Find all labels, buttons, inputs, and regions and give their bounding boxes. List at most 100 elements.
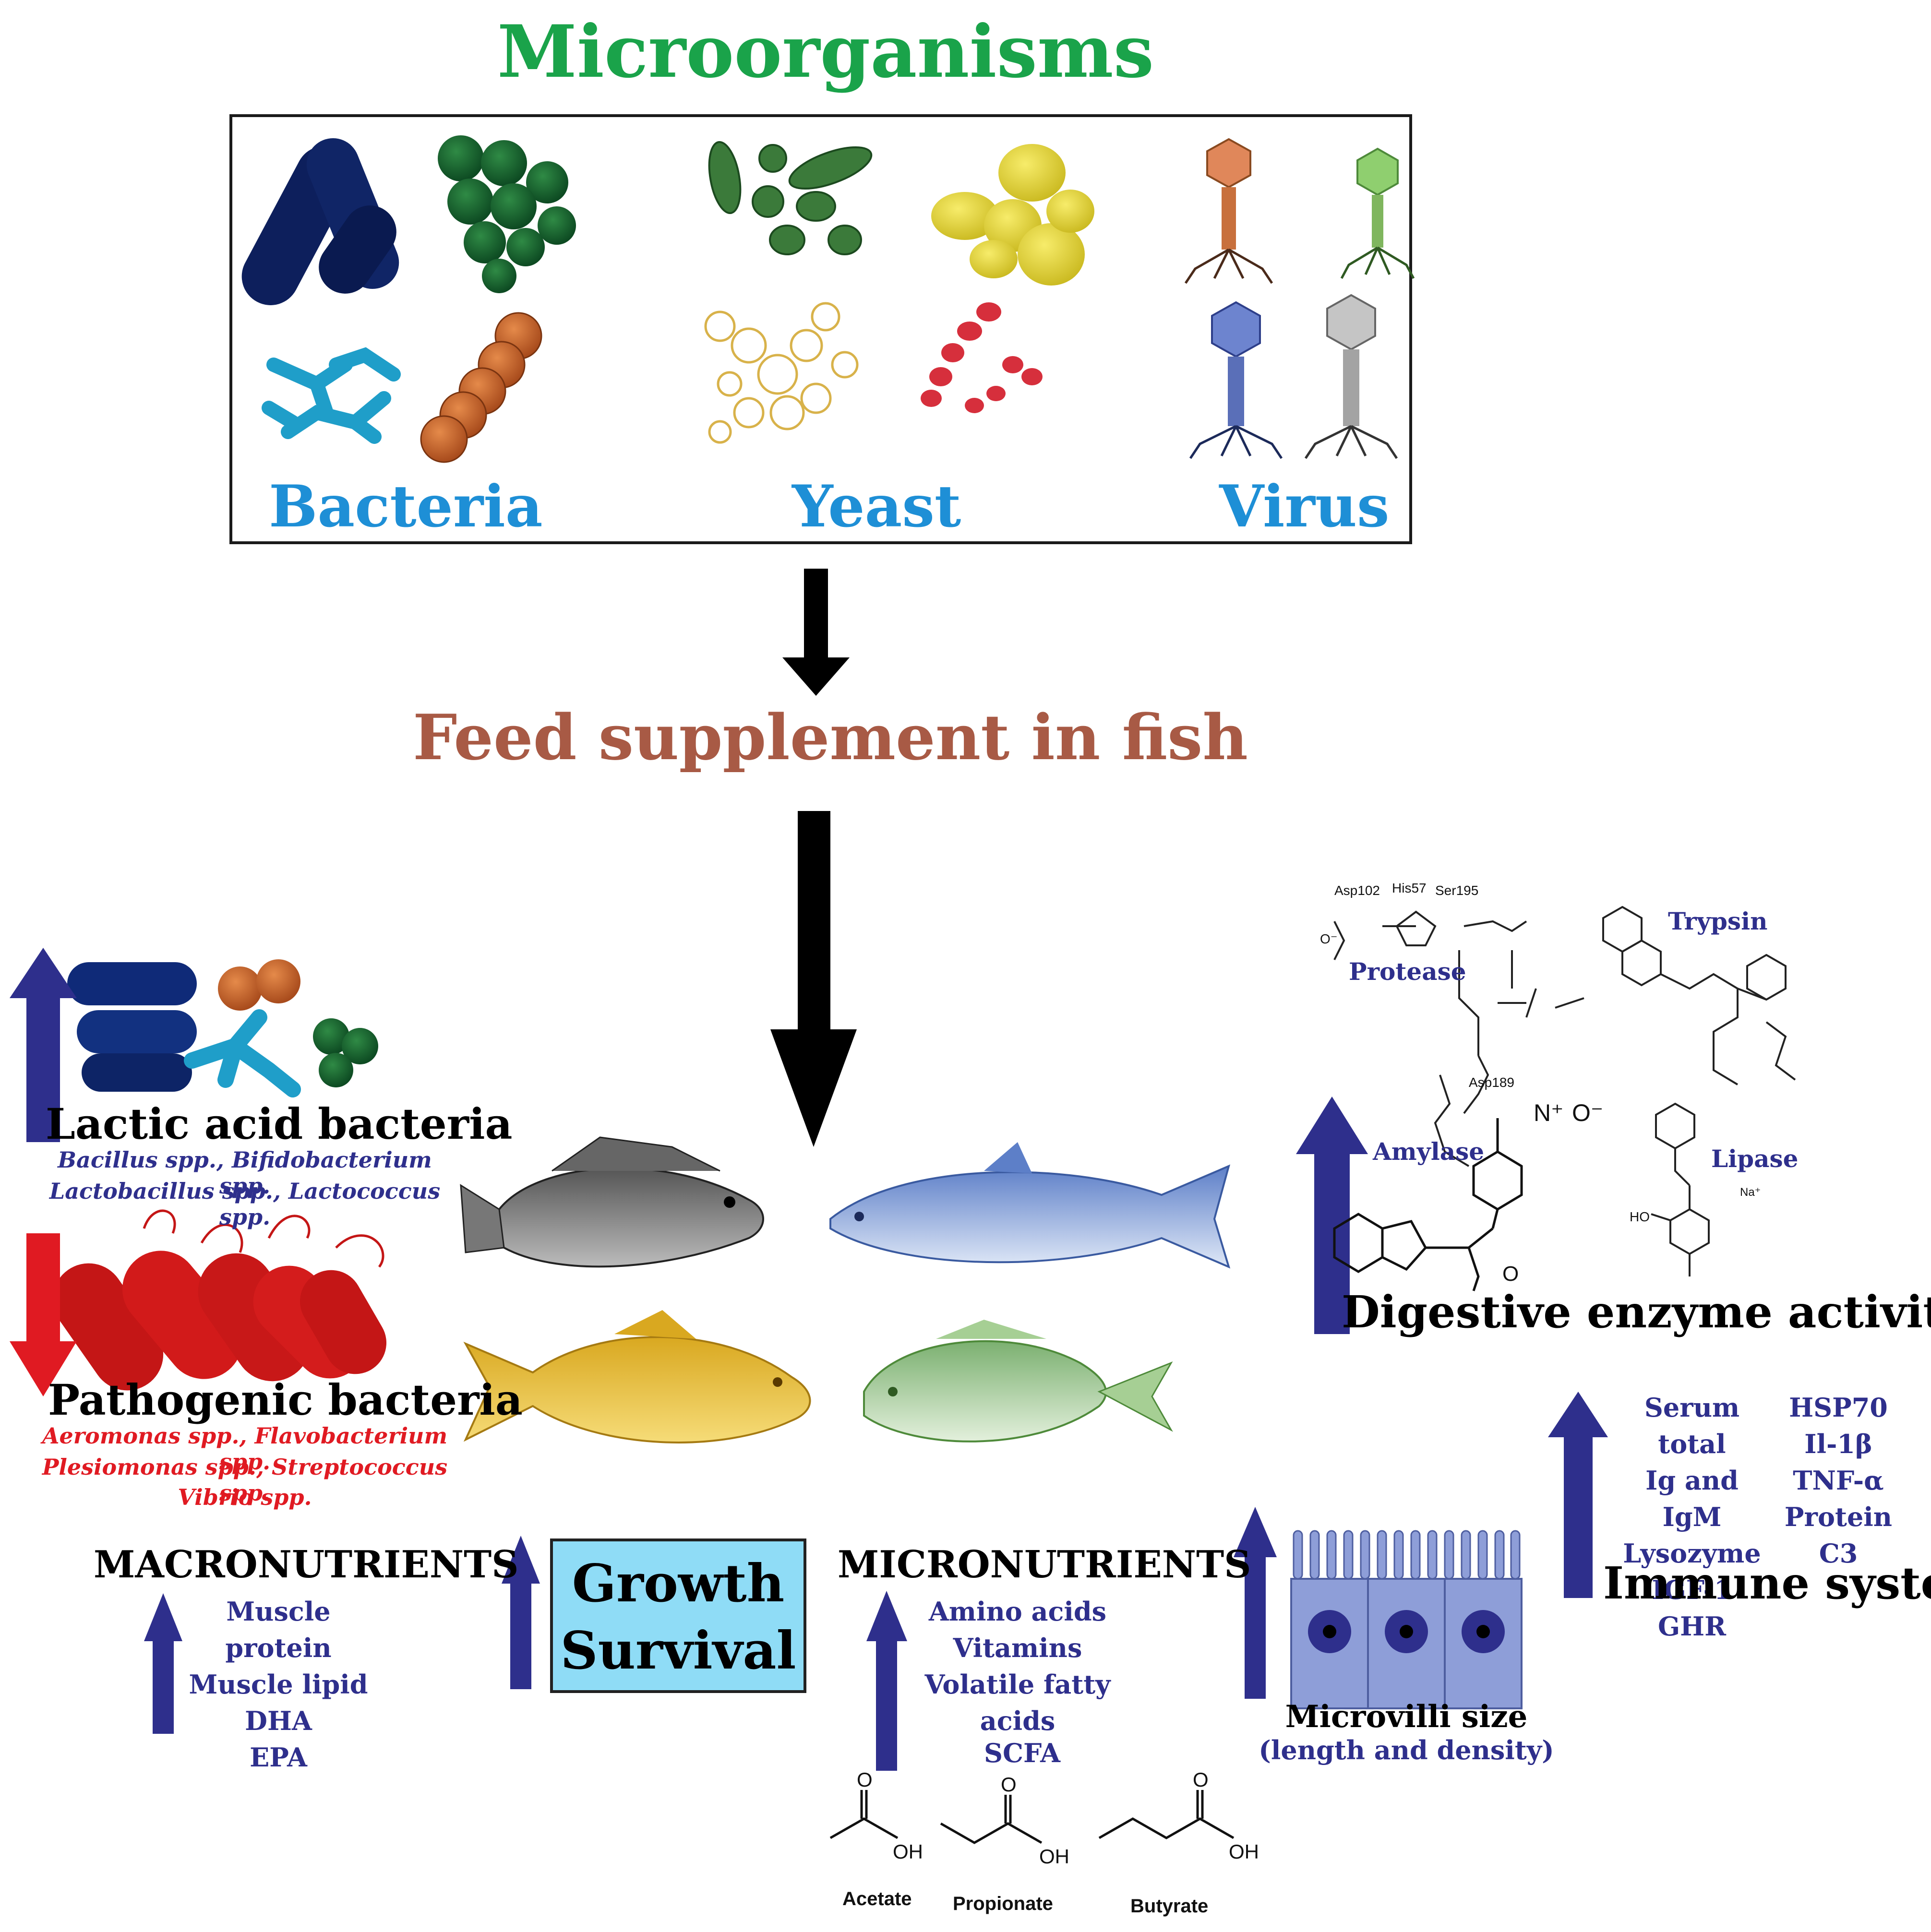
trypsin-structure-icon [1525, 906, 1796, 1085]
arrow-down-pathogenic-icon [10, 1233, 77, 1396]
bacteria-rods-icon [241, 138, 399, 305]
micro-item: Amino acids [928, 1596, 1107, 1627]
label-yeast: Yeast [792, 473, 961, 540]
arrow-up-microvilli-icon [1234, 1507, 1277, 1699]
micro-item: Volatile fatty acids [924, 1669, 1111, 1736]
macro-item: Muscle lipid [189, 1669, 368, 1700]
arrow-down-large-icon [770, 811, 857, 1147]
mol-asp102: Asp102 [1334, 883, 1380, 898]
acetate-oh: OH [893, 1840, 923, 1863]
pathogenic-species-1: Aeromonas spp., Flavobacterium spp. [42, 1423, 448, 1475]
lactic-species-2: Lactobacillus spp., Lactococcus spp. [49, 1178, 441, 1230]
fish-tilapia-icon [460, 1136, 764, 1268]
survival-label: Survival [560, 1621, 796, 1681]
propionate-molecule-icon [940, 1795, 1043, 1844]
macro-item: DHA [245, 1705, 312, 1736]
immune-col2: HSP70 Il-1β TNF-α Protein C3 [1766, 1389, 1910, 1572]
mol-ser195: Ser195 [1435, 883, 1479, 898]
mol-ho: HO [1630, 1209, 1650, 1224]
butyrate-label: Butyrate [1130, 1896, 1209, 1917]
propionate-label: Propionate [953, 1893, 1053, 1914]
mol-asp189: Asp189 [1469, 1075, 1514, 1090]
protease-structure-icon [1333, 910, 1527, 1167]
label-trypsin: Trypsin [1668, 907, 1768, 935]
macro-list: Muscle protein Muscle lipid DHA EPA [182, 1593, 374, 1776]
acetate-o: O [857, 1768, 873, 1791]
lactic-title: Lactic acid bacteria [46, 1099, 513, 1149]
fish-seabream-icon [863, 1320, 1173, 1443]
mol-na: Na⁺ [1740, 1186, 1761, 1199]
mol-o-minus-2: O⁻ [1572, 1099, 1604, 1126]
page-title: Microorganisms [497, 10, 1154, 94]
immune-item: Il-1β [1804, 1429, 1872, 1459]
micro-title: MICRONUTRIENTS [838, 1543, 1251, 1586]
yeast-red-icon [921, 302, 1043, 413]
growth-survival-box: Growth Survival [550, 1538, 806, 1693]
lipase-structure-icon [1651, 1102, 1710, 1276]
acetate-molecule-icon [829, 1790, 899, 1839]
arrow-up-enzymes-icon [1296, 1097, 1368, 1334]
macro-title: MACRONUTRIENTS [94, 1543, 519, 1586]
bacteria-branching-icon [262, 347, 401, 444]
immune-item: Serum total [1644, 1392, 1740, 1459]
scfa-label: SCFA [984, 1738, 1061, 1768]
mol-o: O [1502, 1262, 1519, 1286]
micro-list: Amino acids Vitamins Volatile fatty acid… [898, 1593, 1138, 1739]
butyrate-oh: OH [1229, 1840, 1259, 1863]
virus-blue-icon [1189, 301, 1283, 459]
bacteria-chain-icon [420, 312, 542, 463]
feed-supplement-title: Feed supplement in fish [413, 701, 1248, 774]
lactic-bacteria-icon [67, 959, 378, 1097]
immune-item: IGF-1 [1652, 1574, 1732, 1605]
virus-gray-icon [1304, 294, 1398, 459]
arrow-down-icon [782, 569, 850, 696]
arrow-up-macro-icon [144, 1593, 182, 1734]
fish-salmon-icon [829, 1142, 1231, 1269]
mol-o-minus: O⁻ [1320, 931, 1338, 946]
macro-item: EPA [250, 1742, 307, 1773]
arrow-up-growth-icon [502, 1536, 540, 1689]
microvilli-title: Microvilli size [1285, 1699, 1528, 1735]
yeast-budding-icon [704, 302, 859, 444]
immune-item: Protein C3 [1784, 1502, 1893, 1569]
label-amylase: Amylase [1373, 1137, 1485, 1166]
label-bacteria: Bacteria [269, 473, 543, 540]
immune-item: GHR [1657, 1611, 1726, 1642]
immune-item: Ig and IgM [1645, 1465, 1739, 1532]
label-virus: Virus [1219, 473, 1390, 540]
microvilli-subtitle: (length and density) [1259, 1735, 1554, 1765]
propionate-o: O [1001, 1773, 1017, 1796]
growth-label: Growth [572, 1553, 785, 1614]
bacteria-cocci-icon [438, 135, 576, 293]
yeast-yellow-icon [931, 144, 1094, 286]
pathogenic-bacteria-icon [52, 1209, 386, 1391]
pathogenic-species-3: Vibrio spp. [178, 1484, 312, 1510]
immune-col1: Serum total Ig and IgM Lysozyme IGF-1 GH… [1615, 1389, 1769, 1645]
lactic-species-1: Bacillus spp., Bifidobacterium spp. [58, 1147, 432, 1199]
pathogenic-species-2: Plesiomonas spp., Streptococcus spp. [42, 1454, 448, 1506]
macro-item: Muscle protein [225, 1596, 332, 1663]
propionate-oh: OH [1039, 1845, 1069, 1868]
immune-title: Immune system [1603, 1557, 1931, 1609]
micro-item: Vitamins [953, 1633, 1082, 1663]
immune-item: HSP70 [1789, 1392, 1888, 1423]
fish-carp-icon [463, 1310, 811, 1443]
label-protease: Protease [1349, 957, 1466, 986]
microorganisms-panel [229, 114, 1412, 544]
butyrate-molecule-icon [1098, 1790, 1235, 1839]
digestive-enzymes-title: Digestive enzyme activities [1342, 1286, 1931, 1338]
yeast-green-icon [708, 141, 873, 255]
immune-item: TNF-α [1793, 1465, 1884, 1496]
microvilli-icon [1290, 1530, 1523, 1709]
arrow-up-immune-icon [1548, 1392, 1608, 1598]
mol-his57: His57 [1392, 881, 1427, 895]
label-lipase: Lipase [1711, 1145, 1799, 1173]
virus-green-icon [1340, 147, 1415, 279]
pathogenic-title: Pathogenic bacteria [48, 1375, 523, 1425]
arrow-up-lactic-icon [10, 948, 77, 1142]
mol-n-plus: N⁺ [1534, 1099, 1564, 1126]
butyrate-o: O [1193, 1768, 1209, 1791]
amylase-structure-icon [1333, 1118, 1523, 1291]
immune-item: Lysozyme [1623, 1538, 1761, 1569]
